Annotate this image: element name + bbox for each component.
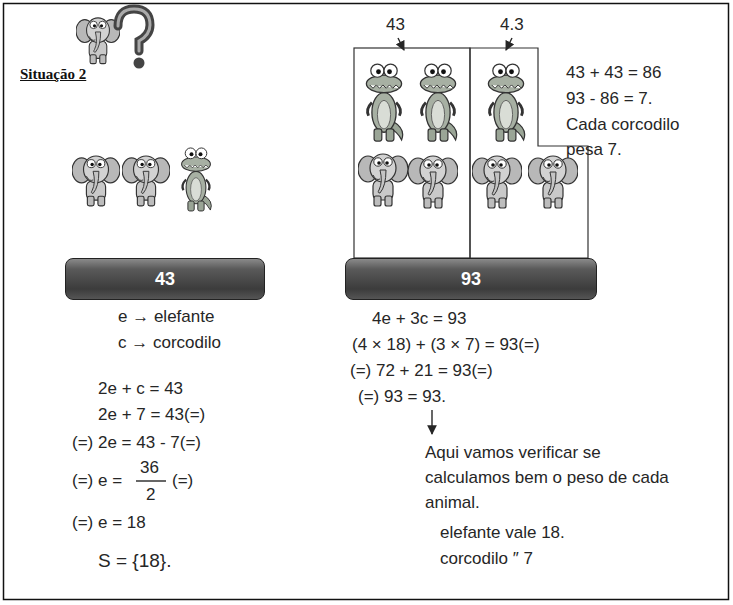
elephant xyxy=(408,156,458,208)
leader-arrow xyxy=(506,38,512,50)
label-slot: 2e + c = 43 xyxy=(98,376,183,401)
crocodile xyxy=(488,64,524,141)
handwritten-note: 4e + 3c = 93 xyxy=(372,306,467,331)
label-slot: (=) 93 = 93. xyxy=(358,384,446,409)
handwritten-note: 36 xyxy=(140,455,159,480)
down-arrow xyxy=(431,410,432,434)
handwritten-note: S = {18}. xyxy=(98,548,171,573)
page-frame xyxy=(4,4,729,600)
handwritten-note: 4.3 xyxy=(500,12,524,37)
label-slot: c → corcodilo xyxy=(118,330,221,355)
plate-value: 93 xyxy=(461,269,481,290)
handwritten-note: 43 + 43 = 86 xyxy=(566,60,661,85)
question-mark xyxy=(118,9,150,69)
handwritten-note: (=) e = 18 xyxy=(72,510,146,535)
fraction-bar xyxy=(136,480,166,481)
handwritten-note: corcodilo ″ 7 xyxy=(440,546,533,571)
label-slot: (=) xyxy=(172,468,193,493)
label-slot: corcodilo ″ 7 xyxy=(440,546,533,571)
title-slot: Situação 2 xyxy=(20,66,86,83)
leader-arrow xyxy=(398,38,404,50)
handwritten-note: (=) 93 = 93. xyxy=(358,384,446,409)
title: Situação 2 xyxy=(20,66,86,83)
handwritten-note: Aqui vamos verificar se calculamos bem o… xyxy=(425,440,685,515)
label-slot: 36 xyxy=(140,455,159,480)
handwritten-note: (4 × 18) + (3 × 7) = 93(=) xyxy=(352,332,540,357)
group-outline xyxy=(354,48,470,258)
handwritten-note: Cada corcodilo pesa 7. xyxy=(566,112,716,162)
label-slot: S = {18}. xyxy=(98,548,171,573)
elephant xyxy=(358,154,408,206)
crocodile xyxy=(366,64,402,141)
handwritten-note: 43 xyxy=(386,12,405,37)
label-slot: (=) 2e = 43 - 7(=) xyxy=(72,430,201,455)
handwritten-note: 93 - 86 = 7. xyxy=(566,86,652,111)
label-slot: Cada corcodilo pesa 7. xyxy=(566,112,716,162)
handwritten-note: 2e + c = 43 xyxy=(98,376,183,401)
elephant xyxy=(122,156,170,206)
elephant xyxy=(528,156,578,208)
label-slot: (4 × 18) + (3 × 7) = 93(=) xyxy=(352,332,540,357)
handwritten-note: e → elefante xyxy=(118,304,214,329)
elephant xyxy=(472,156,522,208)
crocodile xyxy=(420,64,456,141)
handwritten-note: elefante vale 18. xyxy=(440,520,565,545)
handwritten-note: (=) xyxy=(172,468,193,493)
handwritten-note: c → corcodilo xyxy=(118,330,221,355)
label-slot: Aqui vamos verificar se calculamos bem o… xyxy=(425,440,685,515)
elephant-icon xyxy=(76,18,120,64)
label-slot: 43 + 43 = 86 xyxy=(566,60,661,85)
handwritten-note: 2 xyxy=(146,482,155,507)
label-slot: (=) e = xyxy=(72,468,122,493)
label-slot: 2e + 7 = 43(=) xyxy=(98,402,205,427)
label-slot: 43 xyxy=(386,12,405,37)
label-slot: 4e + 3c = 93 xyxy=(372,306,467,331)
label-slot: 93 - 86 = 7. xyxy=(566,86,652,111)
label-slot: (=) e = 18 xyxy=(72,510,146,535)
label-slot: (=) 72 + 21 = 93(=) xyxy=(350,358,493,383)
scale-plate: 43 xyxy=(65,258,265,300)
label-slot: e → elefante xyxy=(118,304,214,329)
scale-plate: 93 xyxy=(345,258,597,300)
crocodile xyxy=(182,148,212,211)
handwritten-note: 2e + 7 = 43(=) xyxy=(98,402,205,427)
label-slot: 2 xyxy=(146,482,155,507)
handwritten-note: (=) 72 + 21 = 93(=) xyxy=(350,358,493,383)
label-slot: 4.3 xyxy=(500,12,524,37)
handwritten-note: (=) e = xyxy=(72,468,122,493)
plate-value: 43 xyxy=(155,269,175,290)
handwritten-note: (=) 2e = 43 - 7(=) xyxy=(72,430,201,455)
elephant xyxy=(72,156,120,206)
label-slot: elefante vale 18. xyxy=(440,520,565,545)
